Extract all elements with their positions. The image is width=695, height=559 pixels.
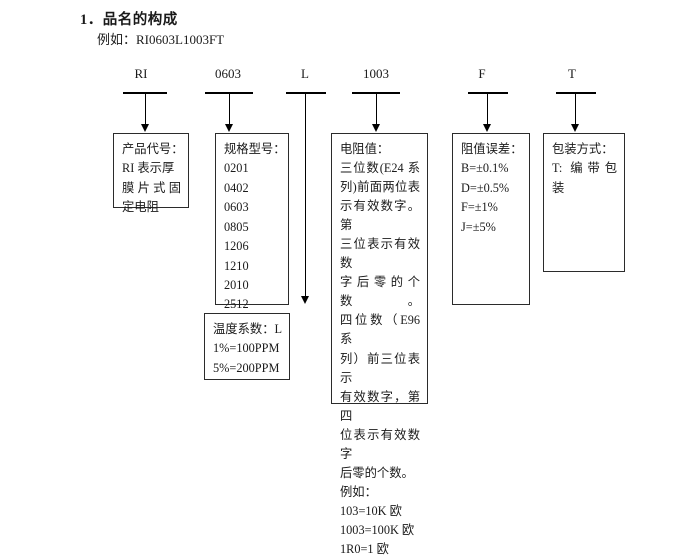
box-size-type-item-6: 1210 — [224, 258, 249, 273]
box-temperature-coefficient-line-2: 5%=200PPM — [213, 360, 280, 375]
connector-arrow-tolerance-code — [483, 124, 491, 132]
connector-bar-tolerance-code — [468, 92, 508, 94]
connector-stem-tolerance-code — [487, 92, 488, 128]
segment-label-product-code: RI — [134, 66, 148, 81]
connector-arrow-size-code — [225, 124, 233, 132]
connector-arrow-packaging-code — [571, 124, 579, 132]
box-size-type-item-3: 0603 — [224, 200, 249, 215]
box-resistance-value-line-5: 字后零的个数。 — [340, 275, 420, 309]
connector-arrow-temp-coef-code — [301, 296, 309, 304]
box-product-code-line-1: RI 表示厚 — [122, 161, 175, 176]
box-packaging-line-1: T: 编带包 — [552, 161, 617, 176]
box-resistance-value-line-3: 示有效数字。第 — [340, 199, 420, 233]
box-resistance-value-line-10: 后零的个数。 — [340, 465, 414, 480]
segment-label-packaging-code: T — [568, 66, 576, 81]
segment-label-temp-coef-code: L — [301, 66, 309, 81]
page-title: 1．品名的构成 — [80, 12, 178, 28]
box-size-type-item-4: 0805 — [224, 219, 249, 234]
box-size-type-item-1: 0201 — [224, 161, 249, 176]
box-resistance-value-example-3: 1R0=1 欧 — [340, 541, 389, 556]
box-tolerance: 阻值误差： B=±0.1% D=±0.5% F=±1% J=±5% — [452, 133, 530, 305]
box-size-type-item-8: 2512 — [224, 297, 249, 312]
box-resistance-value-title: 电阻值： — [340, 142, 390, 156]
box-resistance-value-example-label: 例如： — [340, 484, 377, 499]
box-resistance-value-line-1: 三位数(E24 系 — [340, 161, 420, 176]
box-resistance-value-example-1: 103=10K 欧 — [340, 503, 402, 518]
connector-stem-size-code — [229, 92, 230, 128]
connector-arrow-resistance-code — [372, 124, 380, 132]
box-resistance-value-line-4: 三位表示有效数 — [340, 237, 420, 271]
box-size-type-title: 规格型号： — [224, 142, 286, 156]
box-size-type-item-5: 1206 — [224, 239, 249, 254]
segment-label-resistance-code: 1003 — [363, 66, 389, 81]
box-resistance-value-line-8: 有效数字，第四 — [340, 389, 420, 423]
box-tolerance-line-3: F=±1% — [461, 200, 498, 215]
box-temperature-coefficient-title: 温度系数：L — [213, 322, 282, 336]
example-part-number: 例如：RI0603L1003FT — [97, 32, 225, 47]
box-resistance-value-line-7: 列）前三位表示 — [340, 351, 420, 385]
connector-stem-temp-coef-code — [305, 92, 306, 300]
box-packaging-line-2: 装 — [552, 180, 565, 195]
connector-stem-resistance-code — [376, 92, 377, 128]
box-tolerance-line-1: B=±0.1% — [461, 161, 509, 176]
box-temperature-coefficient: 温度系数：L 1%=100PPM 5%=200PPM — [204, 313, 290, 380]
box-tolerance-line-2: D=±0.5% — [461, 180, 510, 195]
box-resistance-value-example-2: 1003=100K 欧 — [340, 522, 415, 537]
box-product-code-line-3: 定电阻 — [122, 200, 159, 215]
box-resistance-value: 电阻值： 三位数(E24 系 列)前面两位表 示有效数字。第 三位表示有效数 字… — [331, 133, 428, 556]
box-product-code-title: 产品代号： — [122, 142, 184, 156]
box-product-code: 产品代号： RI 表示厚 膜片式固 定电阻 — [113, 133, 189, 214]
segment-label-tolerance-code: F — [478, 66, 486, 81]
connector-stem-packaging-code — [575, 92, 576, 128]
box-size-type-item-7: 2010 — [224, 277, 249, 292]
connector-stem-product-code — [145, 92, 146, 128]
box-tolerance-title: 阻值误差： — [461, 142, 523, 156]
part-number-breakdown-diagram: 1．品名的构成 例如：RI0603L1003FT RI 0603 L 1003 … — [80, 12, 625, 556]
box-resistance-value-line-2: 列)前面两位表 — [340, 180, 420, 195]
connector-arrow-product-code — [141, 124, 149, 132]
box-size-type-item-2: 0402 — [224, 180, 249, 195]
segment-label-size-code: 0603 — [215, 66, 241, 81]
box-packaging: 包装方式： T: 编带包 装 — [543, 133, 625, 272]
box-size-type: 规格型号： 0201 0402 0603 0805 1206 1210 2010… — [215, 133, 289, 311]
box-resistance-value-line-6: 四位数（E96 系 — [340, 313, 420, 347]
box-resistance-value-line-9: 位表示有效数字 — [340, 427, 420, 461]
box-product-code-line-2: 膜片式固 — [122, 180, 181, 195]
connector-bar-temp-coef-code — [286, 92, 326, 94]
connector-bar-packaging-code — [556, 92, 596, 94]
box-temperature-coefficient-line-1: 1%=100PPM — [213, 341, 280, 356]
box-tolerance-line-4: J=±5% — [461, 219, 496, 234]
box-packaging-title: 包装方式： — [552, 142, 614, 156]
